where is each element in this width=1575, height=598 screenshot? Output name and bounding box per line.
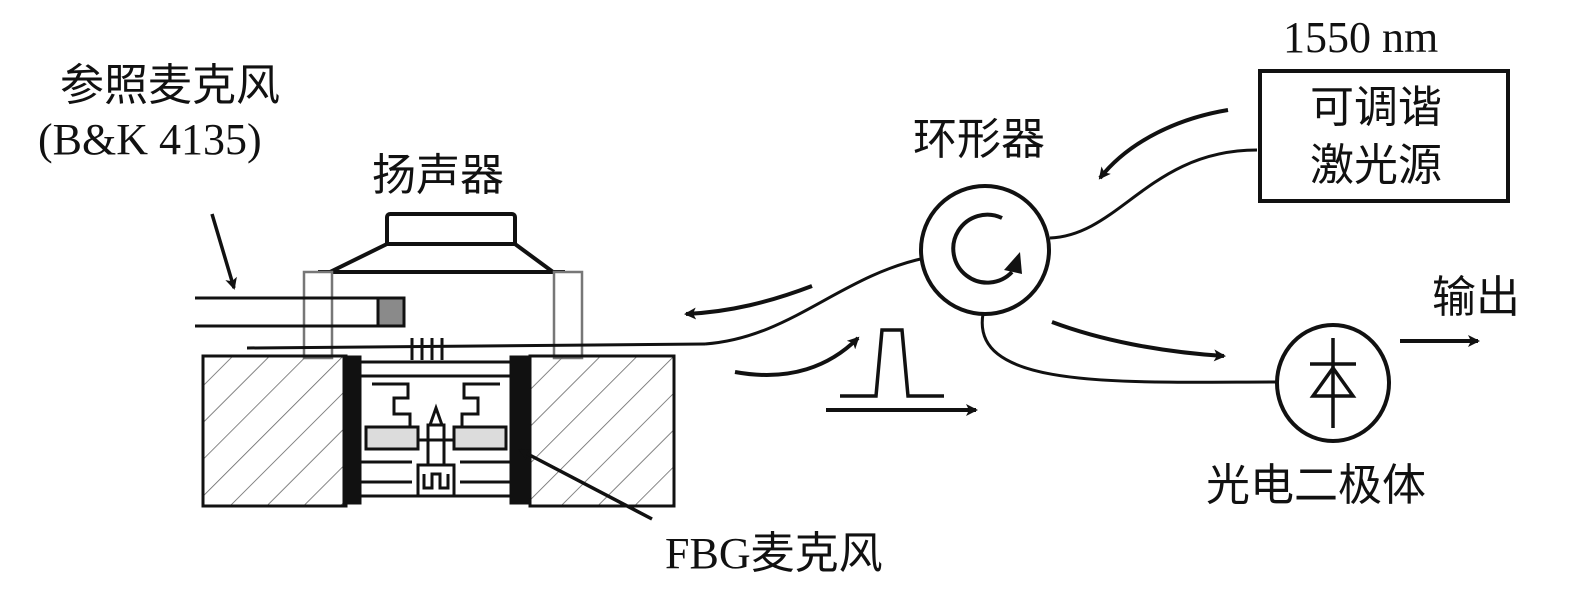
arrow-circulator-to-photodiode (1051, 320, 1226, 362)
speaker-cone (329, 242, 560, 274)
circulator (919, 184, 1051, 316)
arrow-sensor-to-circulator (734, 336, 860, 377)
fiber-to-photodiode (980, 313, 1279, 384)
diode-icon (1309, 364, 1357, 398)
right-clamp (509, 355, 530, 505)
reference-microphone (195, 296, 406, 328)
flow-arrows (684, 108, 1480, 416)
fiber-to-circulator (704, 256, 926, 346)
left-pillar (302, 270, 334, 360)
sensing-fiber (246, 342, 706, 350)
label-fbg-mic: FBG麦克风 (665, 529, 883, 578)
speaker-magnet (385, 212, 517, 248)
tunable-laser-box (1258, 69, 1510, 203)
label-output: 输出 (1432, 272, 1520, 323)
fbg-mic-pointer (518, 448, 653, 521)
arrow-reflected-to-sensor (684, 284, 813, 320)
label-photodiode: 光电二极体 (1206, 460, 1426, 511)
label-reference-mic: 参照麦克风 (60, 60, 280, 111)
fbg-mic-internals (360, 360, 511, 498)
reference-mic-pointer (210, 213, 237, 290)
label-laser-line1: 可调谐 (1310, 82, 1442, 133)
label-speaker: 扬声器 (372, 150, 504, 201)
label-laser-line2: 激光源 (1310, 140, 1442, 191)
fiber-from-laser (1049, 148, 1258, 240)
photodiode (1275, 323, 1391, 443)
label-reference-mic-model: (B&K 4135) (38, 115, 262, 164)
circulator-rotation-icon (951, 212, 1014, 285)
speaker (318, 212, 565, 274)
circulator-body (919, 184, 1051, 316)
housing (201, 354, 676, 508)
label-circulator: 环形器 (913, 114, 1045, 165)
reflection-spectrum-icon (840, 328, 944, 398)
label-wavelength: 1550 nm (1283, 13, 1439, 62)
reference-mic-head (376, 296, 406, 328)
left-housing (201, 354, 348, 508)
right-mass (452, 425, 508, 451)
right-housing (528, 354, 676, 508)
arrow-laser-to-circulator (1098, 108, 1229, 180)
fiber-marks (410, 338, 444, 360)
left-clamp (342, 355, 362, 505)
left-mass (364, 425, 420, 451)
